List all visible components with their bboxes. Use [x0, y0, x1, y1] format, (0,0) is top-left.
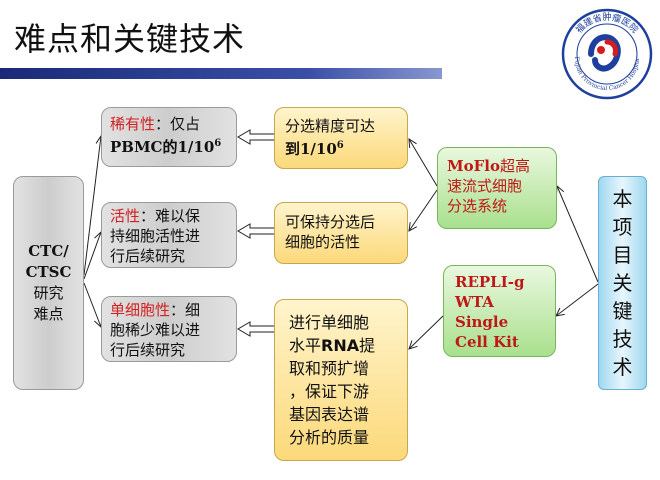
requirement-rna-line5: 基因表达谱 [289, 405, 370, 424]
connector-repli-to-rna [409, 315, 444, 349]
difficulty-singlecell-line3: 行后续研究 [110, 341, 186, 359]
tech-repli-line4: Cell Kit [455, 333, 519, 351]
tech-repli-line2: WTA [455, 293, 494, 311]
difficulty-viability-line2: 持细胞活性进 [110, 227, 201, 245]
left-box-line-4: 难点 [33, 305, 64, 323]
hospital-logo-icon: 福建省肿瘤医院 Fujian Provincial Cancer Hospita… [561, 8, 653, 100]
requirement-precision-box: 分选精度可达 到1/106 [274, 107, 408, 169]
left-box-line-3: 研究 [33, 284, 64, 302]
page-title: 难点和关键技术 [14, 20, 246, 58]
requirement-rna-line4: ，保证下游 [289, 382, 370, 401]
key-tech-char-1: 本 [612, 187, 633, 211]
difficulty-viability-highlight: 活性 [110, 207, 141, 225]
left-box-line-1: CTC/ [28, 242, 69, 260]
difficulty-rarity-ratio-exp: 6 [214, 138, 222, 149]
difficulty-rarity-highlight: 稀有性 [110, 115, 156, 133]
left-box-line-2: CTSC [25, 263, 72, 281]
requirement-viability-line2: 细胞的活性 [285, 233, 361, 251]
tech-moflo-name-zh: 超高 [499, 157, 530, 175]
double-arrow-3 [237, 321, 274, 337]
difficulty-rarity-text: ：仅占 [155, 115, 201, 133]
requirement-rna-line2c: 提 [359, 336, 376, 355]
tech-moflo-line3: 分选系统 [447, 197, 508, 215]
double-arrow-2 [237, 223, 274, 239]
connector-left-to-rarity [83, 136, 101, 276]
difficulty-singlecell-text: ：细 [170, 301, 201, 319]
requirement-viability-line1: 可保持分选后 [285, 213, 376, 231]
requirement-rna-box: 进行单细胞 水平RNA提 取和预扩增 ，保证下游 基因表达谱 分析的质量 [274, 299, 408, 461]
difficulty-viability-text: ：难以保 [140, 207, 201, 225]
double-arrow-1 [237, 129, 274, 145]
difficulty-viability-line3: 行后续研究 [110, 247, 186, 265]
key-tech-char-3: 目 [612, 243, 633, 267]
ctc-research-difficulty-box: CTC/ CTSC 研究 难点 [13, 176, 84, 390]
difficulty-singlecell-line2: 胞稀少难以进 [110, 321, 201, 339]
requirement-rna-line2a: 水平 [289, 336, 322, 355]
key-tech-char-7: 术 [612, 355, 633, 379]
difficulty-viability-box: 活性：难以保 持细胞活性进 行后续研究 [101, 202, 237, 268]
tech-repli-box: REPLI-g WTA Single Cell Kit [443, 265, 556, 357]
connector-right-to-moflo [557, 186, 599, 283]
connector-moflo-to-precision [409, 139, 438, 187]
requirement-precision-ratio-exp: 6 [336, 140, 344, 151]
requirement-precision-line1: 分选精度可达 [285, 117, 376, 135]
difficulty-rarity-box: 稀有性：仅占 PBMC的1/106 [101, 107, 237, 167]
title-underline-bar [0, 68, 442, 79]
tech-repli-line3: Single [455, 313, 509, 331]
connector-left-to-singlecell [83, 282, 101, 327]
key-tech-char-6: 技 [612, 327, 633, 351]
tech-repli-line1: REPLI-g [455, 273, 525, 291]
connector-moflo-to-viability [409, 189, 438, 231]
connector-left-to-viability [83, 232, 101, 280]
requirement-viability-box: 可保持分选后 细胞的活性 [274, 202, 408, 264]
requirement-precision-ratio: 到1/10 [285, 140, 337, 158]
requirement-rna-line2b: RNA [321, 336, 360, 355]
difficulty-rarity-ratio: PBMC的1/10 [110, 138, 215, 156]
requirement-rna-line6: 分析的质量 [289, 428, 370, 447]
requirement-rna-line3: 取和预扩增 [289, 359, 370, 378]
key-tech-char-5: 键 [612, 299, 633, 323]
key-tech-char-4: 关 [612, 271, 633, 295]
difficulty-singlecell-box: 单细胞性：细 胞稀少难以进 行后续研究 [101, 296, 237, 362]
connector-right-to-repli [556, 283, 599, 316]
tech-moflo-name: MoFlo [447, 157, 500, 175]
difficulty-singlecell-highlight: 单细胞性 [110, 301, 171, 319]
key-technology-box: 本 项 目 关 键 技 术 [598, 176, 647, 390]
key-tech-char-2: 项 [612, 215, 633, 239]
tech-moflo-line2: 速流式细胞 [447, 177, 523, 195]
requirement-rna-line1: 进行单细胞 [289, 313, 370, 332]
tech-moflo-box: MoFlo超高 速流式细胞 分选系统 [437, 147, 557, 229]
